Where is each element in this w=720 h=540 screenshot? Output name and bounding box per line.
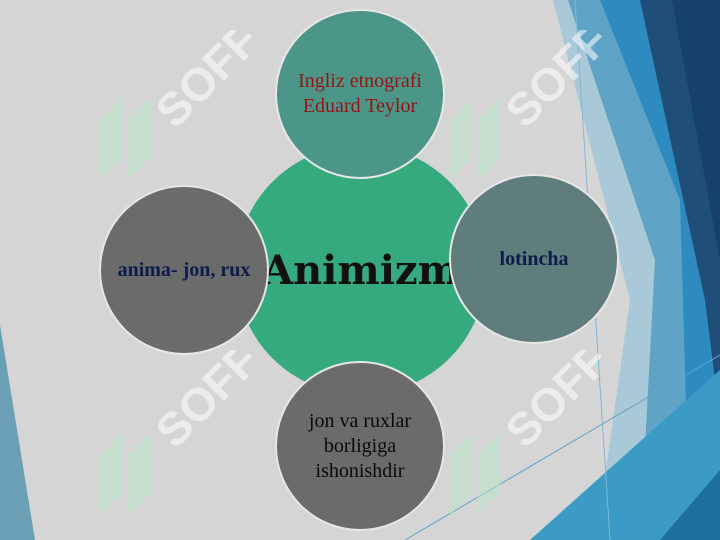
node-right-label: lotincha [499,247,569,270]
node-right: lotincha [449,174,619,344]
node-left: anima- jon, rux [99,185,269,355]
center-circle: Animizm [236,145,486,395]
bottom-right-shape-dark [660,470,720,540]
bottom-right-shape [530,370,720,540]
node-top-label: Ingliz etnografi Eduard Teylor [298,70,422,117]
center-label: Animizm [262,246,460,294]
node-top: Ingliz etnografi Eduard Teylor [275,9,445,179]
node-bottom: jon va ruxlar borligiga ishonishdir [275,361,445,531]
right-shape-navy [672,0,720,260]
left-blue-strip [0,325,35,540]
node-left-label: anima- jon, rux [117,258,251,281]
node-bottom-label: jon va ruxlar borligiga ishonishdir [308,409,412,482]
